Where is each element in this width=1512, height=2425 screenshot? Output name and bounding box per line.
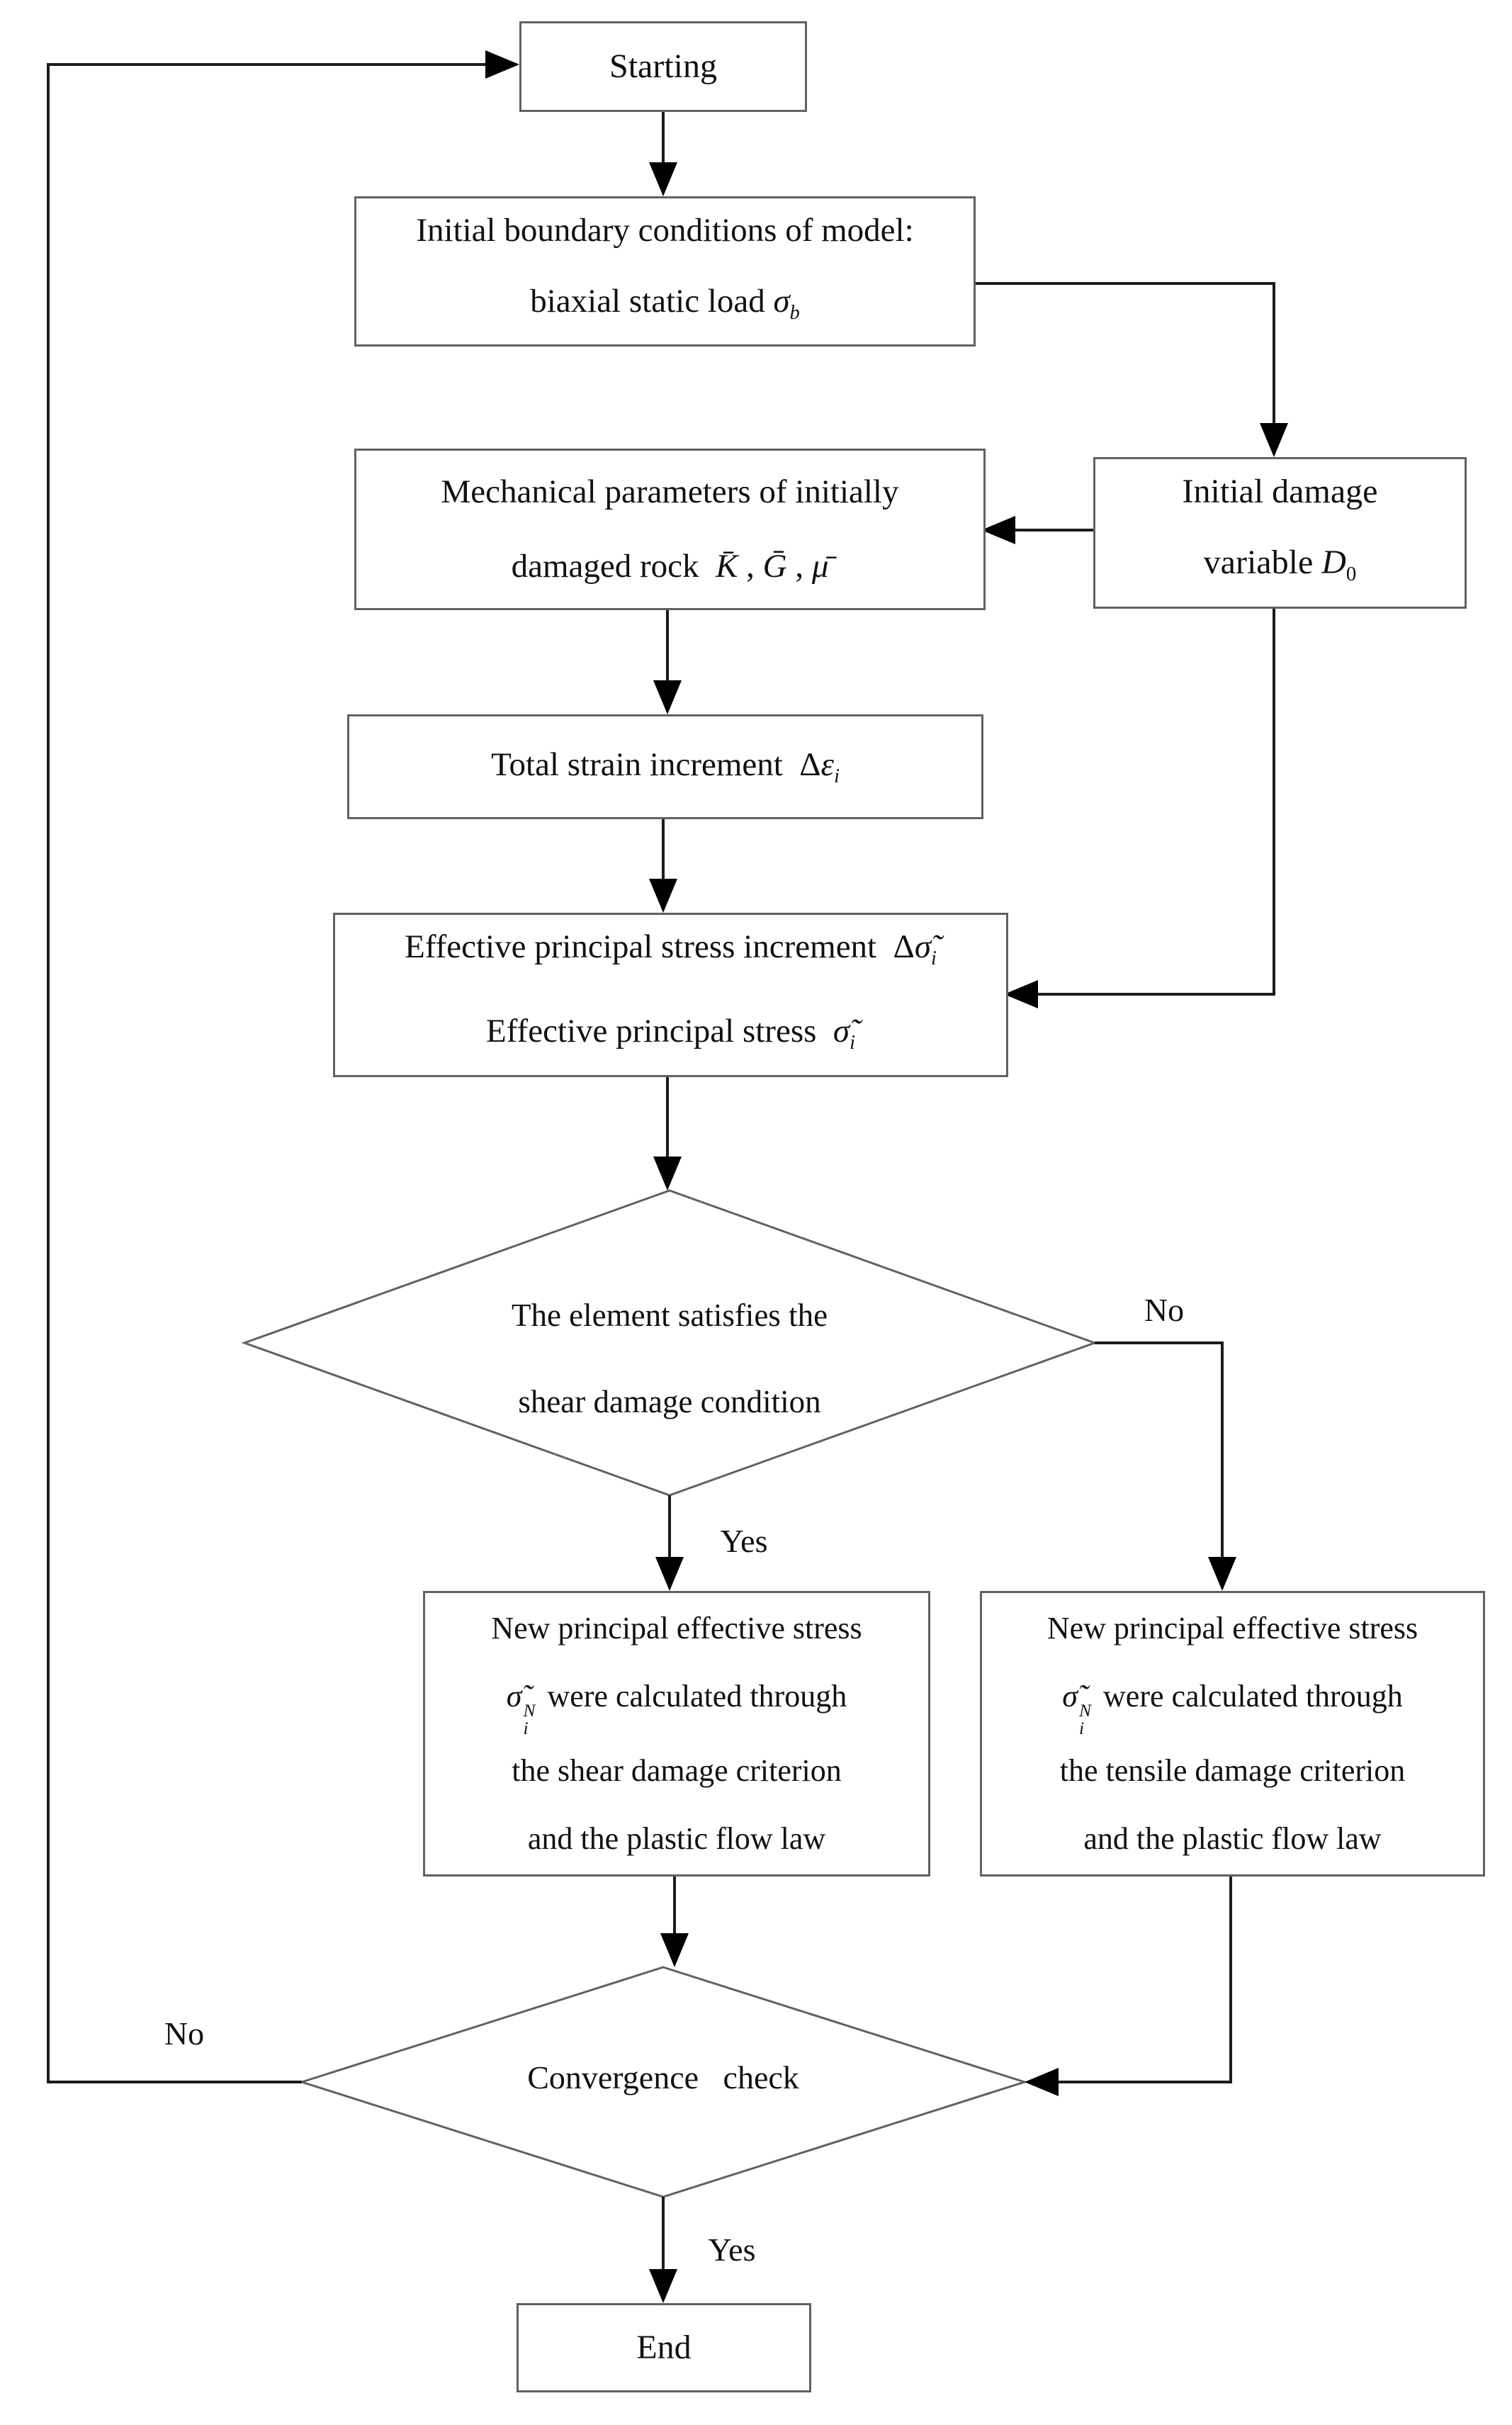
edge-convergence-no-loop-to-start (47, 50, 519, 2083)
label-yes-shear-branch: Yes (720, 1523, 768, 1559)
edge-d0-to-eff (1004, 604, 1275, 1008)
edge-shear-decision-no-to-tensile (1095, 1341, 1236, 1591)
node-initial-boundary-conditions: Initial boundary conditions of model:bia… (354, 196, 976, 347)
label-yes-convergence-branch: Yes (708, 2232, 756, 2268)
node-total-strain-increment: Total strain increment Δεi (347, 714, 983, 819)
edge-tensile-to-convergence (1025, 1872, 1232, 2096)
edge-boundary-to-d0 (971, 282, 1288, 457)
label-no-shear-branch: No (1144, 1292, 1185, 1328)
label-no-convergence-branch: No (164, 2015, 205, 2052)
decision-convergence-label: Convergence check (527, 2059, 799, 2095)
node-effective-principal-stress: Effective principal stress increment Δσ̃… (333, 913, 1008, 1077)
node-end: End (517, 2303, 811, 2392)
node-starting: Starting (519, 21, 807, 112)
